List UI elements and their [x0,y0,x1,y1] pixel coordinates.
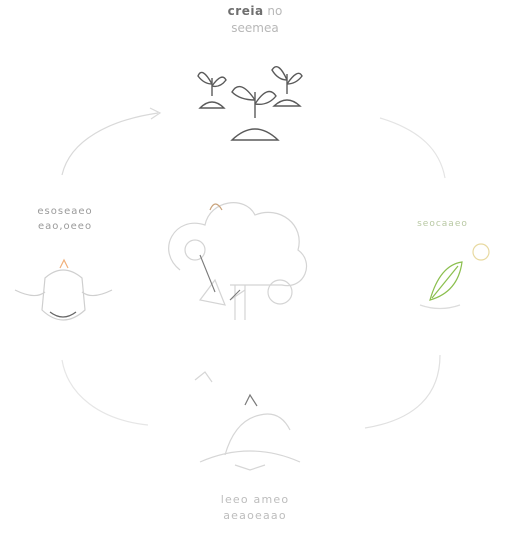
arc-top-left [61,112,159,176]
compost-soil-icon [194,371,301,471]
left-label-line1: esoseaeo [37,206,93,217]
bottom-label-line2: aeaoeaao [223,508,287,522]
tree-ecosystem-icon [168,202,308,320]
right-label-line1: seocaaeo [417,219,468,229]
top-label-line2: seemea [231,21,279,36]
sprouts-icon [197,66,303,141]
arc-bottom-left [61,359,149,426]
arrowhead-top-left [149,107,162,120]
left-label-line2: eao,oeeo [37,220,93,232]
stage-label-top: creia no seemea [155,3,355,38]
bottom-label-line1: leeo ameo [220,493,290,506]
arc-bottom-right [364,354,441,429]
arc-top-right [379,117,446,179]
stage-label-bottom: leeo ameo aeaoeaao [150,492,360,524]
cattle-face-icon [14,258,113,321]
green-leaf-icon [419,243,490,310]
top-label-strong: creia [227,4,264,18]
stage-label-left: esoseaeo eao,oeeo [0,205,130,234]
top-label-rest: no [267,4,283,18]
center-accents [199,254,241,301]
stage-label-right: seocaaeo [380,218,505,231]
